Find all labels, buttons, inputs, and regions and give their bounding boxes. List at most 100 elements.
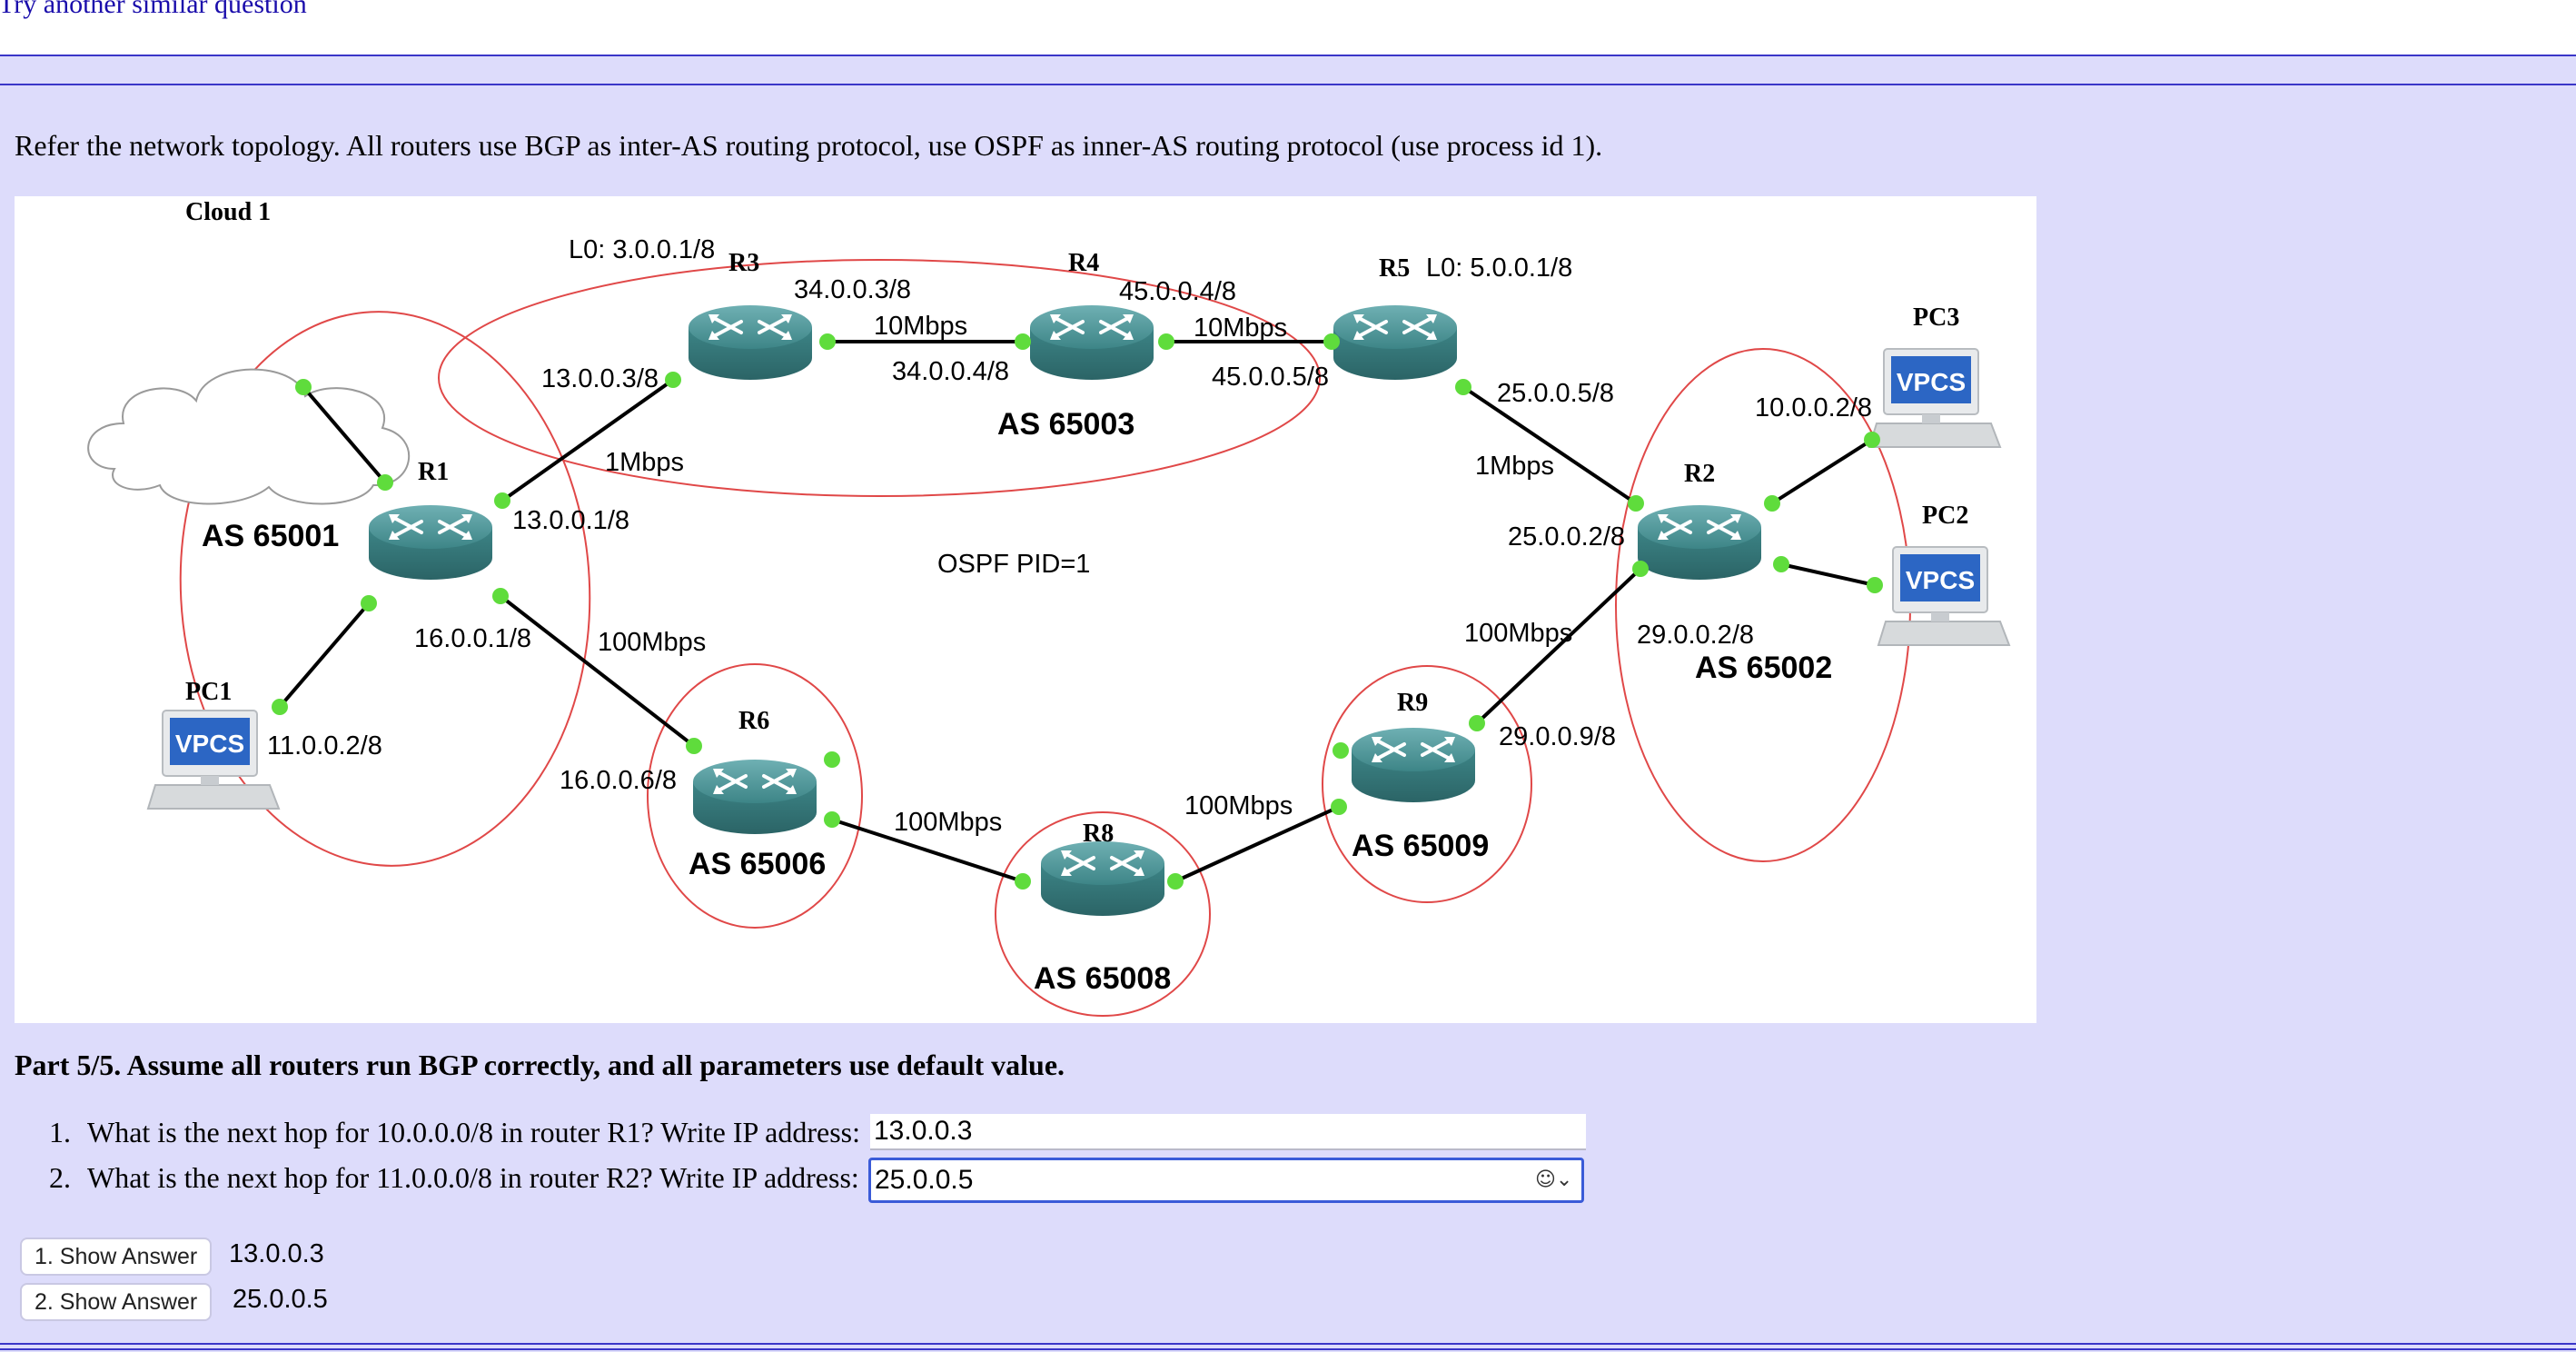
r9-r2-speed: 100Mbps [1464, 619, 1572, 648]
rule-bottom-2 [0, 1348, 2576, 1350]
router-r1-label: R1 [418, 458, 449, 486]
answer-input-1[interactable] [870, 1114, 1586, 1150]
r8-r9-speed: 100Mbps [1184, 791, 1293, 820]
r1-r6-speed: 100Mbps [598, 628, 706, 657]
port-dot [824, 811, 840, 828]
router-r9-icon[interactable] [1350, 726, 1477, 804]
r1-r3-speed: 1Mbps [605, 448, 684, 477]
port-dot [1867, 577, 1883, 593]
port-dot [1015, 873, 1031, 890]
port-dot [1773, 556, 1789, 572]
r1-r3-ip-r3: 13.0.0.3/8 [541, 364, 659, 393]
r9-r2-ip-r2: 29.0.0.2/8 [1637, 621, 1754, 650]
top-band: Try another similar question [0, 0, 2576, 56]
router-r4-label: R4 [1068, 249, 1099, 277]
router-r6-icon[interactable] [691, 758, 818, 836]
as65001-boundary [179, 311, 591, 867]
rule-top [0, 55, 2576, 56]
port-dot [1764, 495, 1780, 512]
router-r8-icon[interactable] [1039, 840, 1166, 918]
as65009-label: AS 65009 [1352, 829, 1489, 863]
link-r1-r6 [499, 594, 696, 748]
question-text: What is the next hop for 11.0.0.0/8 in r… [87, 1161, 859, 1194]
r3-r4-ip-left: 34.0.0.3/8 [794, 275, 911, 304]
r5-r2-ip-r2: 25.0.0.2/8 [1508, 522, 1625, 552]
question-text: What is the next hop for 10.0.0.0/8 in r… [87, 1116, 860, 1148]
r3-loopback-label: L0: 3.0.0.1/8 [569, 235, 715, 264]
as65002-boundary [1615, 348, 1911, 862]
rule-2 [0, 84, 2576, 85]
router-r2-label: R2 [1684, 460, 1715, 488]
link-r8-r9 [1174, 805, 1341, 883]
as65002-label: AS 65002 [1695, 651, 1832, 685]
port-dot [494, 492, 510, 509]
port-dot [1632, 561, 1649, 577]
port-dot [1455, 379, 1471, 395]
r6-r8-speed: 100Mbps [894, 808, 1002, 837]
r1-r3-ip-r1: 13.0.0.1/8 [512, 506, 629, 535]
pc3-icon[interactable] [1868, 348, 2001, 448]
link-r6-r8 [830, 818, 1025, 883]
answer-1-text: 13.0.0.3 [229, 1239, 324, 1268]
router-r5-label: R5 [1379, 254, 1410, 283]
link-r2-pc3 [1770, 438, 1874, 505]
link-r5-r2 [1461, 385, 1638, 505]
link-r2-pc2 [1779, 562, 1877, 587]
as65008-label: AS 65008 [1034, 961, 1171, 996]
autofill-contact-icon[interactable]: ☺⌄ [1535, 1168, 1573, 1191]
router-r4-icon[interactable] [1028, 303, 1155, 382]
r4-r5-ip-left: 45.0.0.4/8 [1119, 277, 1236, 306]
port-dot [361, 595, 377, 611]
show-answer-1-button[interactable]: 1. Show Answer [20, 1238, 213, 1276]
as65001-label: AS 65001 [202, 519, 339, 553]
r4-r5-speed: 10Mbps [1194, 313, 1287, 343]
port-dot [1864, 432, 1880, 448]
router-r1-icon[interactable] [367, 503, 494, 582]
port-dot [819, 333, 836, 350]
r3-r4-speed: 10Mbps [874, 312, 967, 341]
port-dot [665, 372, 681, 388]
r3-r4-ip-right: 34.0.0.4/8 [892, 357, 1009, 386]
router-r5-icon[interactable] [1332, 303, 1459, 382]
part-heading: Part 5/5. Assume all routers run BGP cor… [15, 1049, 1065, 1081]
pc3-label: PC3 [1913, 303, 1959, 332]
r5-r2-speed: 1Mbps [1475, 452, 1554, 481]
router-r3-label: R3 [728, 249, 759, 277]
as65009-boundary [1322, 665, 1532, 903]
as65008-boundary [995, 811, 1211, 1017]
rule-bottom [0, 1343, 2576, 1345]
r1-r6-ip-r6: 16.0.0.6/8 [560, 766, 677, 795]
router-r2-icon[interactable] [1636, 503, 1763, 582]
as65003-label: AS 65003 [997, 407, 1134, 442]
pc1-ip: 11.0.0.2/8 [267, 731, 382, 760]
router-r9-label: R9 [1397, 689, 1428, 717]
pc2-icon[interactable] [1878, 546, 2010, 646]
as65006-boundary [647, 663, 863, 929]
router-r6-label: R6 [738, 707, 769, 735]
cloud-label: Cloud 1 [185, 198, 271, 226]
port-dot [377, 474, 393, 491]
port-dot [1015, 333, 1031, 350]
r2-pc3-ip: 10.0.0.2/8 [1755, 393, 1872, 422]
r5-loopback-label: L0: 5.0.0.1/8 [1426, 254, 1572, 283]
port-dot [1158, 333, 1174, 350]
r1-r6-ip-r1: 16.0.0.1/8 [414, 624, 531, 653]
show-answer-2-button[interactable]: 2. Show Answer [20, 1283, 213, 1321]
router-r8-label: R8 [1083, 820, 1114, 848]
question-number: 1. [49, 1116, 71, 1148]
r5-r2-ip-r5: 25.0.0.5/8 [1497, 379, 1614, 408]
r9-r2-ip-r9: 29.0.0.9/8 [1499, 722, 1616, 751]
router-r3-icon[interactable] [687, 303, 814, 382]
as65006-label: AS 65006 [689, 847, 826, 881]
port-dot [295, 379, 312, 395]
link-cloud-r1 [302, 385, 387, 484]
link-r9-r2 [1475, 567, 1642, 725]
port-dot [1469, 715, 1485, 731]
intro-text: Refer the network topology. All routers … [15, 129, 1603, 162]
port-dot [1167, 873, 1184, 890]
port-dot [1331, 799, 1347, 815]
link-r1-pc1 [278, 601, 371, 709]
try-another-link[interactable]: Try another similar question [0, 0, 307, 19]
answer-input-2[interactable] [868, 1158, 1584, 1203]
pc1-icon[interactable] [147, 710, 280, 810]
